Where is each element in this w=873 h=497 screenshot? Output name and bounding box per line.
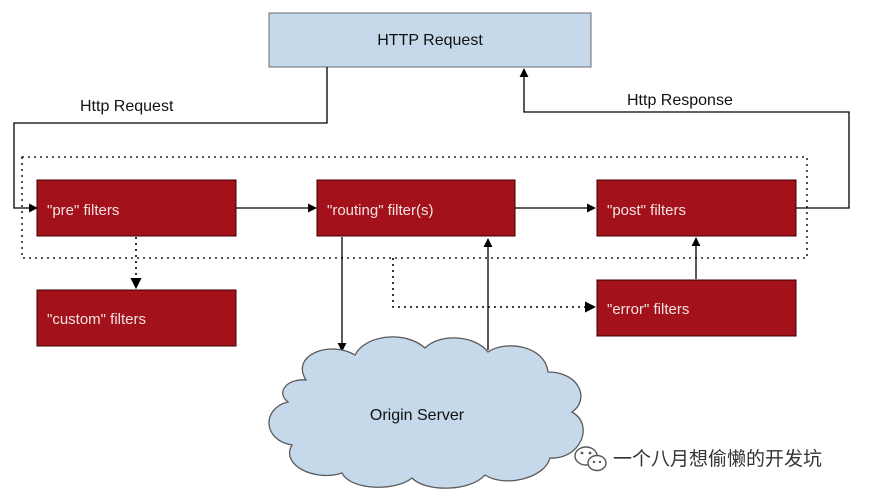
- custom-filters-label: "custom" filters: [47, 311, 146, 328]
- http-request-edge-label: Http Request: [80, 98, 174, 115]
- pre-filters-node: "pre" filters: [36, 179, 237, 237]
- origin-server-cloud: Origin Server: [268, 336, 584, 489]
- routing-filters-label: "routing" filter(s): [327, 202, 434, 219]
- watermark-text: 一个八月想偷懒的开发坑: [613, 448, 822, 470]
- watermark: 一个八月想偷懒的开发坑: [574, 446, 822, 472]
- http-response-edge: [519, 68, 850, 209]
- pre-filters-label: "pre" filters: [47, 202, 119, 219]
- http-request-edge: [13, 67, 328, 213]
- http-request-label: HTTP Request: [377, 32, 483, 49]
- http-response-edge-label: Http Response: [627, 92, 733, 109]
- custom-filters-node: "custom" filters: [36, 289, 237, 347]
- error-filters-label: "error" filters: [607, 301, 689, 318]
- routing-to-error-edge: [392, 258, 597, 313]
- http-request-node: HTTP Request: [268, 12, 592, 68]
- origin-server-label: Origin Server: [370, 407, 465, 424]
- post-filters-label: "post" filters: [607, 202, 686, 219]
- error-filters-node: "error" filters: [596, 279, 797, 337]
- post-filters-node: "post" filters: [596, 179, 797, 237]
- wechat-icon: [574, 446, 607, 472]
- routing-filters-node: "routing" filter(s): [316, 179, 516, 237]
